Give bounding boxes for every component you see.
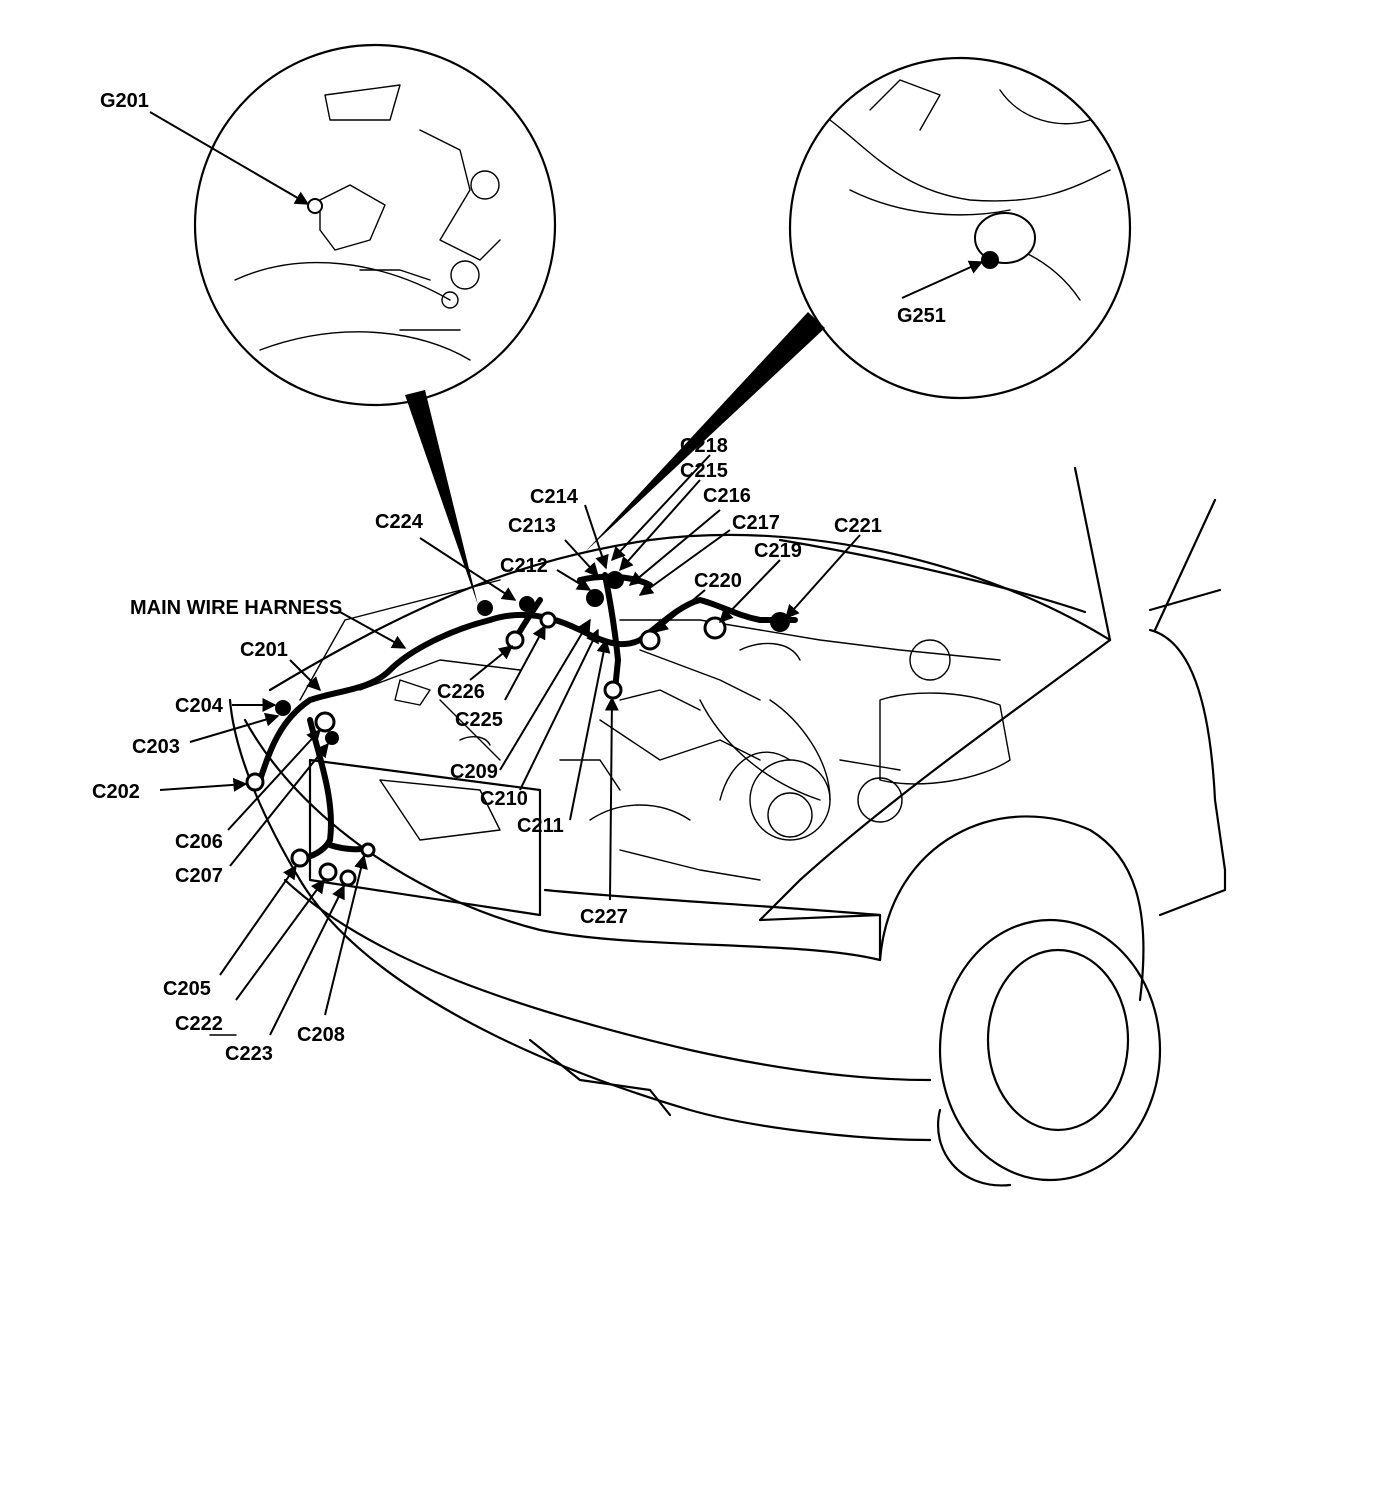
- label-c223: C223: [225, 1043, 273, 1065]
- leader-lines: [149, 111, 984, 1036]
- callout-wedge-g251: [585, 312, 825, 552]
- label-g201: G201: [100, 90, 149, 112]
- label-c204: C204: [175, 695, 224, 717]
- label-c225: C225: [455, 709, 503, 731]
- label-c205: C205: [163, 978, 211, 1000]
- label-c214: C214: [530, 486, 579, 508]
- label-c227: C227: [580, 906, 628, 928]
- g251-ground-bolt: [981, 251, 999, 269]
- label-c209: C209: [450, 761, 498, 783]
- label-c203: C203: [132, 736, 180, 758]
- label-c226: C226: [437, 681, 485, 703]
- label-c219: C219: [754, 540, 802, 562]
- callout-wedge-g201: [405, 390, 478, 605]
- label-c210: C210: [480, 788, 528, 810]
- label-c215: C215: [680, 460, 728, 482]
- label-c208: C208: [297, 1024, 345, 1046]
- label-c222: C222: [175, 1013, 223, 1035]
- label-g251: G251: [897, 305, 946, 327]
- label-c218: C218: [680, 435, 728, 457]
- label-main-wire-harness: MAIN WIRE HARNESS: [130, 597, 342, 619]
- labels: G201 G251 MAIN WIRE HARNESS C201 C204 C2…: [92, 90, 946, 1065]
- g251-ground-plate: [974, 212, 1036, 264]
- label-c206: C206: [175, 831, 223, 853]
- label-c201: C201: [240, 639, 288, 661]
- label-c221: C221: [834, 515, 882, 537]
- car-body-outline: [228, 466, 1227, 1187]
- detail-circle-g251: [788, 56, 1132, 400]
- label-c211: C211: [517, 815, 564, 837]
- label-c213: C213: [508, 515, 556, 537]
- detail-circle-g201: [193, 43, 557, 407]
- label-c217: C217: [732, 512, 780, 534]
- g201-ground-bolt: [307, 198, 323, 214]
- label-c212: C212: [500, 555, 548, 577]
- label-c207: C207: [175, 865, 223, 887]
- label-c216: C216: [703, 485, 751, 507]
- label-c202: C202: [92, 781, 140, 803]
- label-c220: C220: [694, 570, 742, 592]
- label-c224: C224: [375, 511, 424, 533]
